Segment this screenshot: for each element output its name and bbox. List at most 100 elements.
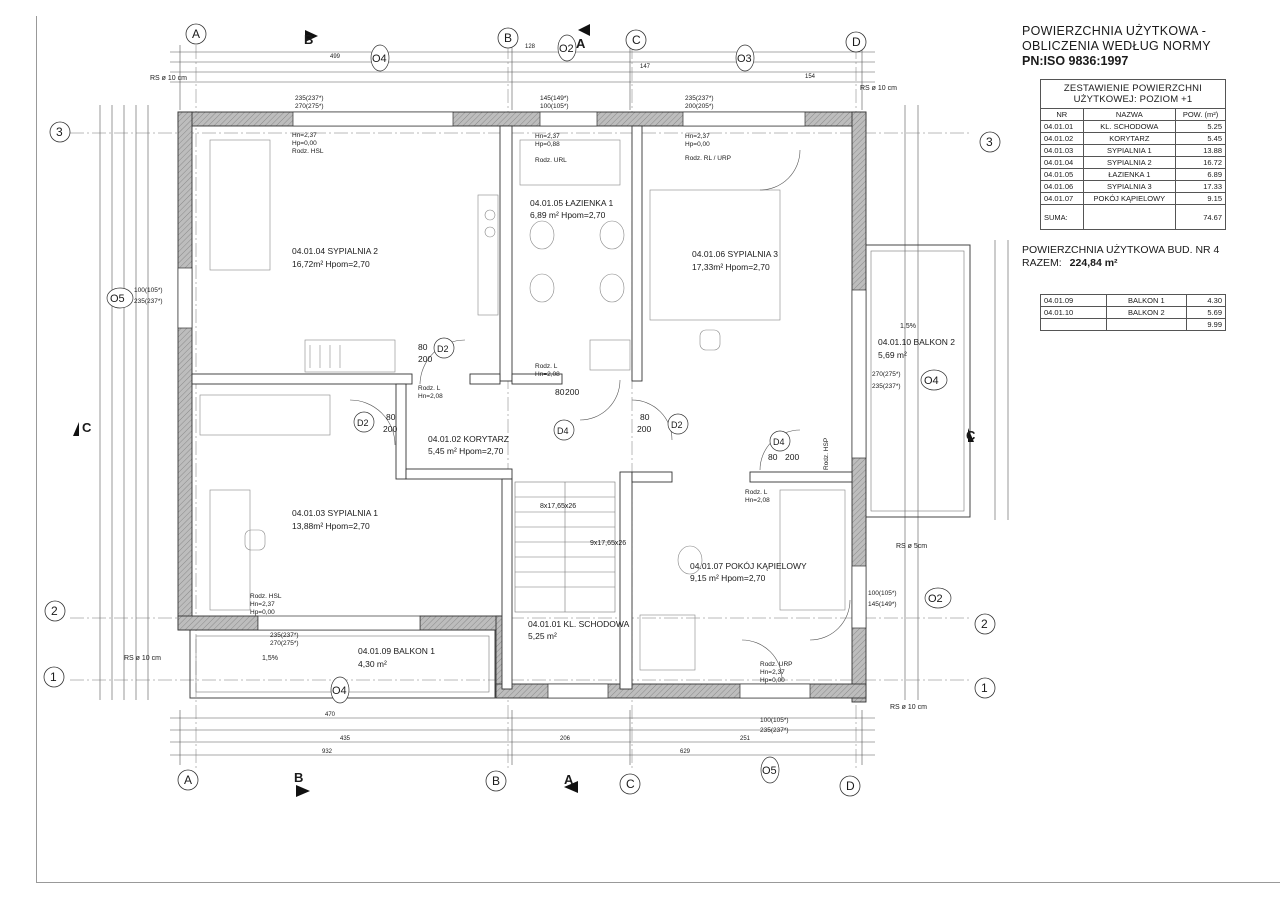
balcony-area: 4.30 — [1185, 294, 1227, 307]
note-rodz-l-c: Rodz. L — [745, 489, 768, 496]
row-nr: 04.01.07 — [1040, 192, 1084, 205]
room-balkon-2-area: 5,69 m² — [878, 350, 907, 360]
section-markers — [73, 24, 974, 797]
axis-label-c-top: C — [632, 33, 641, 47]
note-hn-208-a: Hn=2,08 — [535, 371, 560, 378]
section-a-bottom: A — [564, 772, 574, 787]
door-swings — [349, 149, 851, 681]
tag-d4-a: D4 — [557, 426, 569, 436]
row-name: SYPIALNIA 1 — [1082, 144, 1177, 157]
row-nr: 04.01.02 — [1040, 132, 1084, 145]
axis-label-b-bottom: B — [492, 774, 500, 788]
axis-label-1-left: 1 — [50, 670, 57, 684]
axis-label-a-bottom: A — [184, 773, 192, 787]
room-kl-schodowa-area: 5,25 m² — [528, 631, 557, 641]
legend-title-line-1: POWIERZCHNIA UŻYTKOWA - — [1022, 24, 1207, 38]
note-hp-url: Hp=0,88 — [535, 141, 560, 148]
row-name: SYPIALNIA 2 — [1082, 156, 1177, 169]
row-nr: 04.01.04 — [1040, 156, 1084, 169]
note-rodz-hsl-b: Rodz. HSL — [250, 593, 282, 600]
axis-label-d-top: D — [852, 35, 861, 49]
note-window-o5-bottom-a: 100(105*) — [760, 717, 789, 724]
row-area: 6.89 — [1175, 168, 1226, 181]
axis-label-b-top: B — [504, 31, 512, 45]
note-door-80-a: 80 — [418, 342, 428, 352]
sum-label: SUMA: — [1040, 204, 1084, 230]
axis-label-2-left: 2 — [51, 604, 58, 618]
top-dimension-lines — [170, 45, 875, 110]
note-hp-rl: Hp=0,00 — [685, 141, 710, 148]
note-stairs-1: 8x17,65x26 — [540, 503, 576, 510]
legend-title-line-2: OBLICZENIA WEDŁUG NORMY — [1022, 39, 1211, 53]
row-name: SYPIALNIA 3 — [1082, 180, 1177, 193]
note-rodz-rl: Rodz. RL / URP — [685, 155, 731, 162]
note-slope-balkon-2: 1,5% — [900, 323, 916, 330]
note-door-80-e: 80 — [768, 452, 778, 462]
balcony-sum-empty-2 — [1105, 318, 1187, 331]
room-sypialnia-3-area: 17,33m² Hpom=2,70 — [692, 262, 770, 272]
side-dimension-lines — [99, 105, 1009, 700]
room-sypialnia-1-area: 13,88m² Hpom=2,70 — [292, 521, 370, 531]
note-window-o2-right-b: 145(149*) — [868, 601, 897, 608]
row-name: ŁAZIENKA 1 — [1082, 168, 1177, 181]
note-window-o3-top-a: 200(205*) — [685, 103, 714, 110]
tag-o2-right: O2 — [928, 593, 943, 605]
header-area: POW. (m²) — [1175, 108, 1226, 121]
axis-label-d-bottom: D — [846, 779, 855, 793]
axis-bubbles — [43, 23, 1001, 797]
balcony-sum: 9.99 — [1185, 318, 1227, 331]
dim-top-4: 154 — [805, 74, 816, 80]
note-window-o4-bottom-b: 235(237*) — [270, 632, 299, 639]
section-b-top: B — [304, 32, 313, 47]
note-door-200-d: 200 — [565, 387, 579, 397]
fixtures — [199, 139, 846, 671]
note-rodz-l-b: Rodz. L — [418, 385, 441, 392]
section-c-right: C — [966, 428, 976, 443]
row-name: KORYTARZ — [1082, 132, 1177, 145]
dim-bottom-3: 206 — [560, 736, 571, 742]
note-window-o4-right-a: 270(275*) — [872, 371, 901, 378]
row-area: 17.33 — [1175, 180, 1226, 193]
note-window-o3-top-b: 235(237*) — [685, 95, 714, 102]
dim-bottom-1: 470 — [325, 712, 336, 718]
axis-label-c-bottom: C — [626, 777, 635, 791]
room-lazienka-1-area: 6,89 m² Hpom=2,70 — [530, 210, 606, 220]
tag-o4-right: O4 — [924, 375, 939, 387]
note-stairs-2: 9x17,65x26 — [590, 540, 626, 547]
note-hp-b: Hp=0,00 — [250, 609, 275, 616]
note-rs-bottom-right: RS ø 10 cm — [890, 704, 927, 711]
sum-empty — [1082, 204, 1177, 230]
note-window-o5-left-b: 235(237*) — [134, 298, 163, 305]
row-area: 5.25 — [1175, 120, 1226, 133]
total-value: 224,84 m² — [1069, 257, 1118, 269]
note-window-o2-top-a: 100(105*) — [540, 103, 569, 110]
axis-label-1-right: 1 — [981, 681, 988, 695]
room-sypialnia-2-area: 16,72m² Hpom=2,70 — [292, 259, 370, 269]
area-table-caption: ZESTAWIENIE POWIERZCHNI UŻYTKOWEJ: POZIO… — [1040, 79, 1226, 109]
room-pokoj-kapielowy-name: 04.01.07 POKÓJ KĄPIELOWY — [690, 561, 807, 571]
row-name: POKÓJ KĄPIELOWY — [1082, 192, 1177, 205]
total-line-2: RAZEM:224,84 m² — [1022, 257, 1262, 270]
dim-bottom-2: 435 — [340, 736, 351, 742]
tag-o4-top: O4 — [372, 53, 387, 65]
note-door-80-b: 80 — [386, 412, 396, 422]
balcony-sum-empty-1 — [1040, 318, 1107, 331]
section-a-top: A — [576, 36, 586, 51]
note-rodz-l-a: Rodz. L — [535, 363, 558, 370]
note-hn-top: Hn=2,37 — [292, 132, 317, 139]
dim-bottom-4: 251 — [740, 736, 751, 742]
note-window-o4-bottom-a: 270(275*) — [270, 640, 299, 647]
note-door-80-c: 80 — [640, 412, 650, 422]
balcony-area: 5.69 — [1185, 306, 1227, 319]
balcony-name: BALKON 1 — [1105, 294, 1187, 307]
tag-d2-b: D2 — [357, 418, 369, 428]
note-door-200-b: 200 — [383, 424, 397, 434]
total-line-1: POWIERZCHNIA UŻYTKOWA BUD. NR 4 — [1022, 244, 1220, 256]
